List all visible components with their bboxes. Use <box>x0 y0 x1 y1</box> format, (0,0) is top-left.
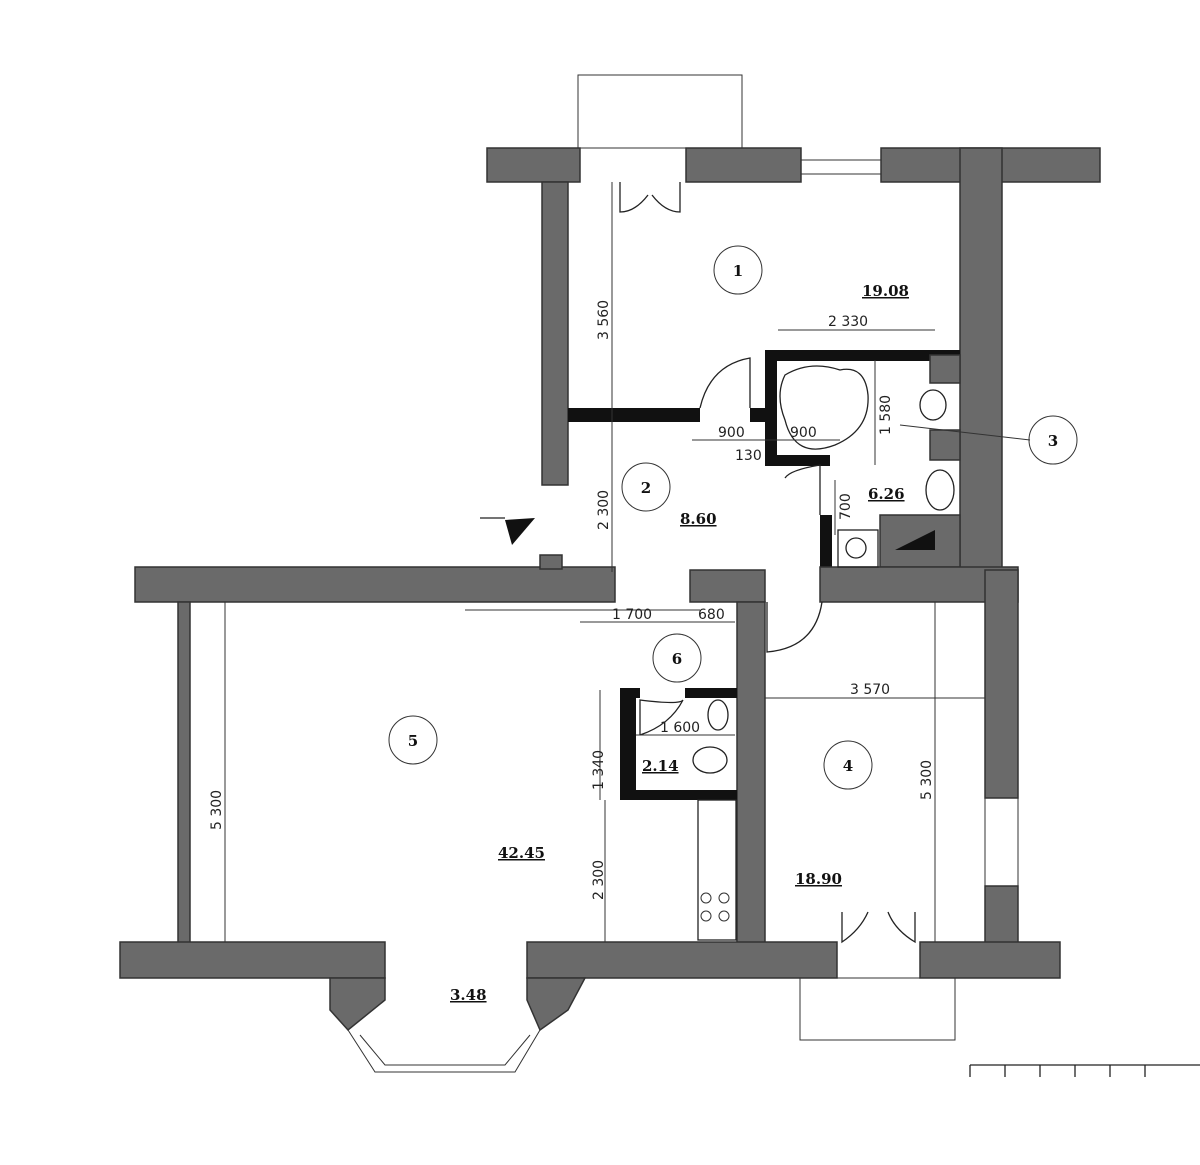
doors <box>619 182 916 944</box>
room-6: 6 2.14 <box>642 633 702 775</box>
dimension-labels: 3 560 2 330 1 580 900 900 130 2 300 700 … <box>209 300 935 900</box>
toilet-icon <box>919 389 947 421</box>
svg-text:6: 6 <box>672 650 682 668</box>
dim-1700: 1 700 <box>612 607 652 623</box>
entrance-arrow-icon <box>505 518 535 545</box>
kitchen-counter <box>697 799 737 941</box>
svg-text:2: 2 <box>641 479 651 497</box>
dim-1580: 1 580 <box>878 395 894 435</box>
room-area: 2.14 <box>642 757 679 775</box>
room-5: 5 42.45 <box>388 715 545 862</box>
dim-900-b: 900 <box>790 425 817 441</box>
fixtures <box>480 365 955 941</box>
room-2: 2 8.60 <box>621 462 717 528</box>
dim-680: 680 <box>698 607 725 623</box>
svg-text:5: 5 <box>408 732 418 750</box>
dim-2330: 2 330 <box>828 314 868 330</box>
dim-3570: 3 570 <box>850 682 890 698</box>
sink-icon <box>925 469 955 511</box>
sink-icon <box>707 699 729 731</box>
svg-text:3: 3 <box>1048 432 1058 450</box>
dim-5300-a: 5 300 <box>209 790 225 830</box>
dim-1600: 1 600 <box>660 720 700 736</box>
scale-bar <box>969 1064 1200 1077</box>
dim-5300-b: 5 300 <box>919 760 935 800</box>
window <box>800 159 882 175</box>
dim-3560: 3 560 <box>596 300 612 340</box>
room-area: 6.26 <box>868 485 905 503</box>
bay-area: 3.48 <box>450 986 487 1004</box>
toilet-icon <box>692 746 728 774</box>
room-3: 3 6.26 <box>868 415 1078 503</box>
room-area: 18.90 <box>795 870 842 888</box>
dimension-lines <box>224 182 985 942</box>
svg-text:4: 4 <box>843 757 853 775</box>
balcony-bottom <box>799 977 956 1041</box>
room-area: 19.08 <box>862 282 909 300</box>
dim-130: 130 <box>735 448 762 464</box>
room-4: 4 18.90 <box>795 740 873 888</box>
bathtub-icon <box>779 365 869 450</box>
walls <box>119 74 1101 1073</box>
svg-text:1: 1 <box>733 262 743 280</box>
room-labels: 1 19.08 2 8.60 3 6.26 4 18.90 5 42.45 6 … <box>388 245 1078 1004</box>
room-area: 42.45 <box>498 844 545 862</box>
balcony-top <box>577 74 743 149</box>
dim-700: 700 <box>838 493 854 520</box>
dim-2300-b: 2 300 <box>591 860 607 900</box>
washer-icon <box>837 529 879 568</box>
dim-900-a: 900 <box>718 425 745 441</box>
room-area: 8.60 <box>680 510 717 528</box>
dim-1340: 1 340 <box>591 750 607 790</box>
room-1: 1 19.08 <box>713 245 909 300</box>
dim-2300-a: 2 300 <box>596 490 612 530</box>
